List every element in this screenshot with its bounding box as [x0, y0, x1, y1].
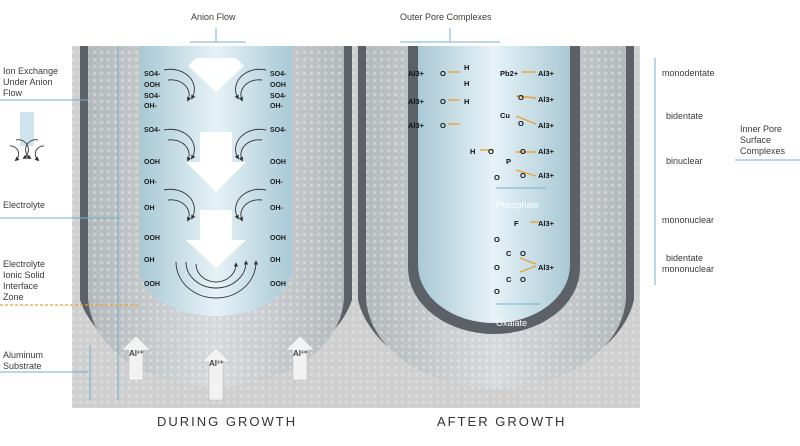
species-label: SO4-: [270, 93, 287, 100]
species-label: O: [520, 275, 526, 284]
after-growth-cell: Phosphate Oxalate: [358, 46, 634, 389]
species-label: Al3+: [408, 121, 425, 130]
species-label: O: [520, 249, 526, 258]
species-label: O: [494, 173, 500, 182]
species-label: Al3+: [538, 147, 555, 156]
al-ion-label: Al³⁺: [293, 349, 308, 358]
species-label: Al3+: [538, 263, 555, 272]
after-growth-title: AFTER GROWTH: [437, 414, 567, 429]
species-label: OOH: [270, 235, 286, 242]
species-label: SO4-: [144, 93, 161, 100]
species-label: OH-: [270, 103, 284, 110]
pore-channel: [418, 46, 570, 323]
species-label: OH: [144, 205, 155, 212]
al-up-arrow: [201, 347, 231, 401]
species-label: OH-: [144, 179, 158, 186]
species-label: OOH: [270, 281, 286, 288]
monodentate-label: monodentate: [662, 68, 715, 78]
binuclear-label: binuclear: [666, 156, 703, 166]
species-label: O: [494, 287, 500, 296]
species-label: SO4-: [144, 127, 161, 134]
species-label: C: [506, 249, 512, 258]
species-label: F: [514, 219, 519, 228]
species-label: OOH: [144, 159, 160, 166]
species-label: Al3+: [408, 69, 425, 78]
species-label: C: [506, 275, 512, 284]
outer-pore-label: Outer Pore Complexes: [400, 12, 492, 22]
anion-arrow: [186, 210, 246, 268]
species-label: H: [464, 63, 469, 72]
species-label: H: [464, 97, 469, 106]
species-label: Al3+: [538, 95, 555, 104]
al-up-arrow: [285, 335, 315, 381]
species-label: H: [470, 147, 475, 156]
species-label: O: [518, 119, 524, 128]
species-label: SO4-: [270, 71, 287, 78]
during-growth-cell: Al³⁺ Al³⁺ Al³⁺: [80, 46, 352, 401]
species-label: SO4-: [270, 127, 287, 134]
species-label: O: [494, 235, 500, 244]
species-label: O: [440, 121, 446, 130]
ion-exchange-icon: [9, 112, 45, 162]
electrolyte-label: Electrolyte: [3, 200, 46, 210]
species-label: OOH: [270, 159, 286, 166]
mononuclear-label: mononuclear: [662, 215, 715, 225]
anion-flow-label: Anion Flow: [191, 12, 236, 22]
species-label: OOH: [144, 281, 160, 288]
species-label: Al3+: [538, 171, 555, 180]
al-up-arrow: [121, 335, 151, 381]
species-label: O: [440, 97, 446, 106]
species-label: OH-: [270, 179, 284, 186]
species-label: Al3+: [538, 121, 555, 130]
anion-arrow: [188, 58, 244, 92]
al-ion-label: Al³⁺: [209, 359, 224, 368]
species-label: OH: [270, 257, 281, 264]
species-label: Cu: [500, 111, 510, 120]
species-label: O: [520, 147, 526, 156]
species-label: Al3+: [538, 69, 555, 78]
during-species: SO4- OOH SO4- OH- SO4- OOH OH- OH OOH OH OOH SO4- OO…: [144, 71, 287, 288]
species-label: OH-: [270, 205, 284, 212]
species-label: O: [440, 69, 446, 78]
species-label: P: [506, 157, 511, 166]
during-growth-title: DURING GROWTH: [157, 414, 298, 429]
species-label: OOH: [270, 82, 286, 89]
anion-arrow: [186, 132, 246, 192]
bidentate-label: bidentate: [666, 111, 704, 121]
species-label: Al3+: [408, 97, 425, 106]
species-label: OH-: [144, 103, 158, 110]
oxalate-label: Oxalate: [496, 318, 527, 328]
species-label: O: [518, 93, 524, 102]
species-label: SO4-: [144, 71, 161, 78]
species-label: O: [520, 171, 526, 180]
species-label: Pb2+: [500, 69, 519, 78]
phosphate-label: Phosphate: [496, 200, 539, 210]
species-label: O: [488, 147, 494, 156]
species-label: H: [464, 79, 469, 88]
species-label: Al3+: [538, 219, 555, 228]
al-ion-label: Al³⁺: [129, 349, 144, 358]
species-label: OH: [144, 257, 155, 264]
species-label: OOH: [144, 235, 160, 242]
species-label: O: [494, 263, 500, 272]
species-label: OOH: [144, 82, 160, 89]
